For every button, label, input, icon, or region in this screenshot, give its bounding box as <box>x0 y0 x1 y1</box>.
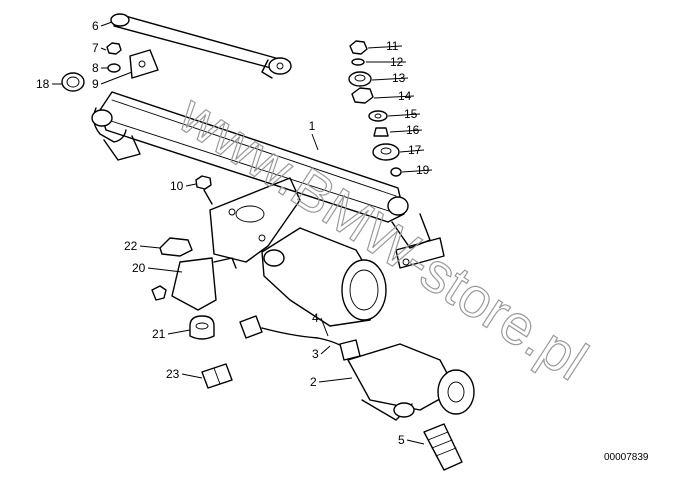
drawing-code: 00007839 <box>604 452 649 463</box>
leader-line <box>371 77 409 81</box>
part-label-13: 13 <box>371 71 409 85</box>
leader-line <box>100 21 113 27</box>
grommet-18 <box>61 72 85 92</box>
leader-line <box>147 267 183 273</box>
part-number: 5 <box>398 433 405 447</box>
part-label-4: 4 <box>312 311 329 337</box>
part-number: 21 <box>152 327 166 341</box>
part-label-19: 19 <box>401 163 433 177</box>
seal-13 <box>348 71 372 87</box>
washer-12 <box>351 58 365 66</box>
part-number: 14 <box>398 89 412 103</box>
part-number: 10 <box>170 179 184 193</box>
grommet-21 <box>189 315 215 340</box>
part-number: 19 <box>416 163 430 177</box>
part-number: 18 <box>36 77 50 91</box>
part-number: 15 <box>404 107 418 121</box>
part-label-11: 11 <box>367 39 403 53</box>
leader-line <box>406 439 425 445</box>
linkage-rod-upper <box>110 13 292 79</box>
part-label-20: 20 <box>132 261 183 275</box>
washer-15 <box>368 110 388 122</box>
boot-5 <box>423 423 463 471</box>
part-number: 6 <box>92 19 99 33</box>
part-label-23: 23 <box>166 367 203 381</box>
part-number: 13 <box>392 71 406 85</box>
part-label-6: 6 <box>92 19 113 33</box>
part-label-18: 18 <box>36 77 62 91</box>
part-label-1: 1 <box>309 119 319 151</box>
part-number: 9 <box>92 77 99 91</box>
part-number: 2 <box>310 375 317 389</box>
nut-11 <box>349 40 368 55</box>
part-label-17: 17 <box>399 143 425 157</box>
leader-line <box>100 71 133 85</box>
part-label-2: 2 <box>310 375 353 389</box>
part-label-10: 10 <box>170 179 197 193</box>
leader-line <box>389 129 423 133</box>
part-label-12: 12 <box>366 55 406 69</box>
bolt-10 <box>195 175 213 205</box>
leader-line <box>181 373 203 379</box>
leader-line <box>401 169 433 173</box>
washer-8 <box>107 63 121 73</box>
bracket-20 <box>151 257 237 311</box>
leader-line <box>320 345 331 355</box>
nut-14 <box>351 87 374 104</box>
part-label-14: 14 <box>373 89 415 103</box>
leader-line <box>167 329 191 335</box>
wiper-frame <box>91 91 445 269</box>
leader-line <box>387 113 421 117</box>
leader-line <box>367 45 403 49</box>
bracket-9 <box>129 49 159 79</box>
part-number: 1 <box>309 119 316 133</box>
part-number: 4 <box>312 311 319 325</box>
part-number: 7 <box>92 41 99 55</box>
part-number: 8 <box>92 61 99 75</box>
part-label-8: 8 <box>92 61 108 75</box>
leader-line <box>139 245 161 249</box>
part-number: 22 <box>124 239 138 253</box>
leader-line <box>100 47 107 51</box>
motor-cover <box>261 227 387 327</box>
grommet-17 <box>372 143 400 161</box>
cap-19 <box>390 167 402 177</box>
bushing-16 <box>373 127 389 137</box>
mounting-plate <box>209 177 301 263</box>
grommet-22 <box>159 237 193 257</box>
part-label-3: 3 <box>312 345 331 361</box>
leader-line <box>320 317 329 337</box>
leader-line <box>185 183 197 187</box>
part-number: 23 <box>166 367 180 381</box>
part-label-9: 9 <box>92 71 133 91</box>
part-label-15: 15 <box>387 107 421 121</box>
nut-7 <box>106 42 122 55</box>
wiring-harness <box>239 315 361 361</box>
part-number: 12 <box>390 55 404 69</box>
connector-23 <box>201 363 233 389</box>
part-number: 17 <box>408 143 422 157</box>
part-number: 11 <box>386 39 399 53</box>
leader-line <box>311 133 319 151</box>
leader-line <box>399 149 425 153</box>
part-label-22: 22 <box>124 239 161 253</box>
part-number: 20 <box>132 261 146 275</box>
leader-line <box>373 95 415 99</box>
wiper-motor <box>347 343 475 421</box>
part-label-5: 5 <box>398 433 425 447</box>
part-label-16: 16 <box>389 123 423 137</box>
part-number: 16 <box>406 123 420 137</box>
part-label-7: 7 <box>92 41 107 55</box>
leader-line <box>318 377 353 383</box>
part-number: 3 <box>312 347 319 361</box>
part-label-21: 21 <box>152 327 191 341</box>
